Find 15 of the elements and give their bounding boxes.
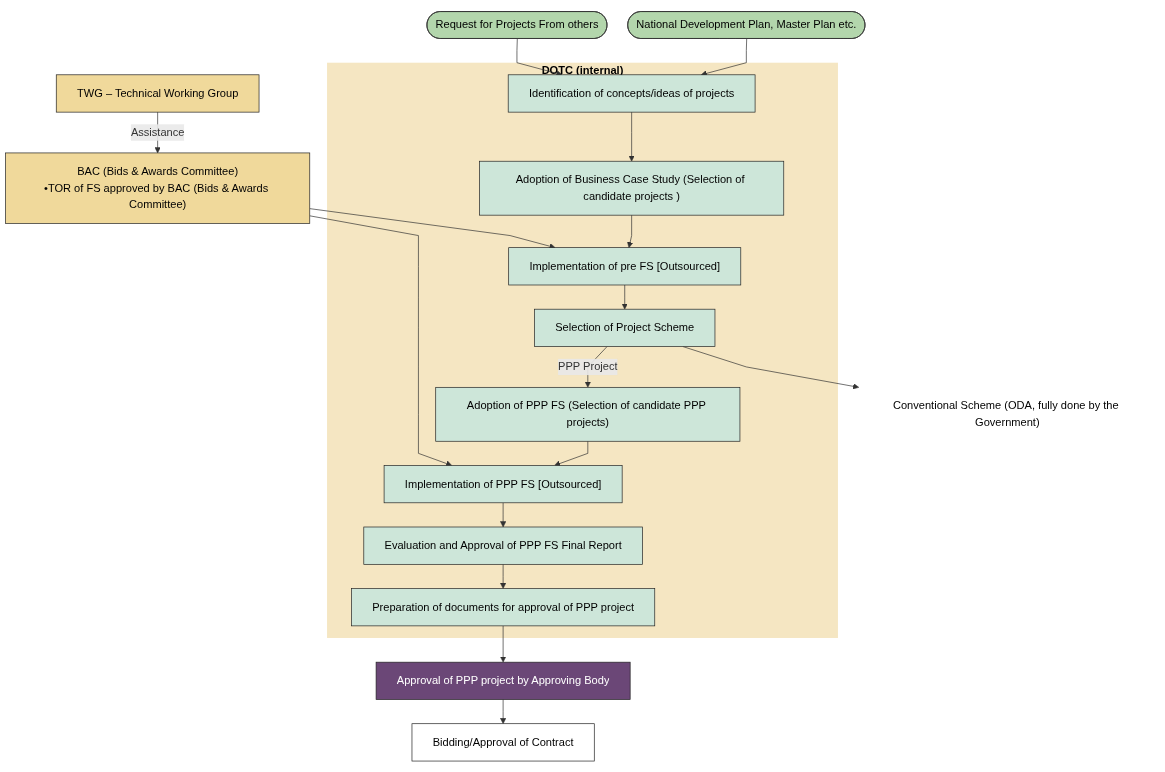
node-box: Adoption of Business Case Study (Selection of candidate projects ) — [479, 160, 785, 216]
node-box: Bidding/Approval of Contract — [411, 723, 595, 762]
node-box: TWG – Technical Working Group — [55, 74, 260, 113]
edge-label: Assistance — [130, 126, 185, 138]
edge-label: PPP Project — [558, 360, 618, 373]
node-box: Evaluation and Approval of PPP FS Final Report — [363, 526, 643, 565]
node-box: Approval of PPP project by Approving Body — [375, 661, 631, 700]
node-box: Implementation of pre FS [Outsourced] — [508, 247, 742, 286]
node-box: Preparation of documents for approval of PPP project — [351, 587, 656, 626]
node-box: BAC (Bids & Awards Committee) •TOR of FS approved by BAC (Bids & Awards Committee) — [5, 152, 311, 224]
node-text: Conventional Scheme (ODA, fully done by the Government) — [892, 399, 1119, 428]
node-box: Identification of concepts/ideas of projects — [507, 74, 756, 113]
node-box: Implementation of PPP FS [Outsourced] — [383, 464, 623, 503]
node-box: Selection of Project Scheme — [534, 308, 716, 347]
node-box: Adoption of PPP FS (Selection of candidate PPP projects) — [435, 386, 741, 442]
